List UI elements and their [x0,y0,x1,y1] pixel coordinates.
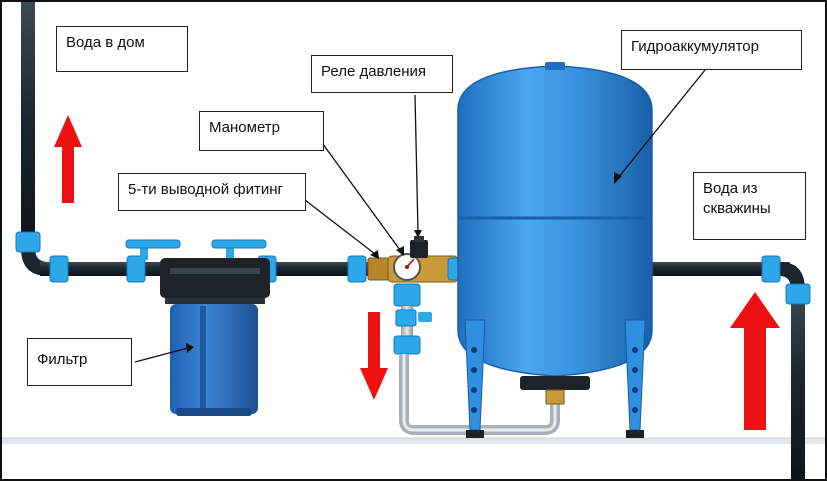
label-filter-text: Фильтр [37,351,88,368]
arrow-down-center-icon [360,312,388,400]
label-pressure-switch-text: Реле давления [321,63,427,80]
label-water-to-house: Вода в дом [56,26,188,72]
floor-line [2,438,825,444]
label-water-to-house-text: Вода в дом [66,34,145,51]
filter-unit [125,239,270,416]
label-water-from-well-line1: Вода из [703,180,758,197]
label-water-from-well-line2: скважины [703,200,771,218]
well-riser-pipe [791,285,805,480]
house-riser-pipe [21,2,35,252]
filter-head [160,258,270,298]
label-filter: Фильтр [27,338,132,386]
accumulator-tank [447,62,653,438]
arrow-up-left-icon [54,115,82,203]
right-riser-coupling [785,283,811,305]
tank-body [457,65,653,377]
filter-canister [170,304,258,414]
label-accumulator-text: Гидроаккумулятор [631,38,759,55]
tank-flange [520,376,590,390]
label-manometer: Манометр [199,111,324,151]
label-water-from-well: Вода из скважины [693,172,806,240]
downpipe-coupling [393,283,421,307]
right-elbow [780,262,805,290]
left-riser-coupling [15,231,41,253]
label-accumulator: Гидроаккумулятор [621,30,802,70]
arrow-up-right-icon [730,292,780,430]
label-five-way-fitting-text: 5-ти выводной фитинг [128,181,283,198]
label-pressure-switch: Реле давления [311,55,453,93]
label-manometer-text: Манометр [209,119,281,136]
brass-nipple [367,257,391,281]
main-pipe-right [640,262,790,276]
pressure-switch-body [410,240,428,258]
label-five-way-fitting: 5-ти выводной фитинг [118,173,306,211]
leader-lines [134,69,706,363]
five-way-fitting-assembly [367,236,459,355]
